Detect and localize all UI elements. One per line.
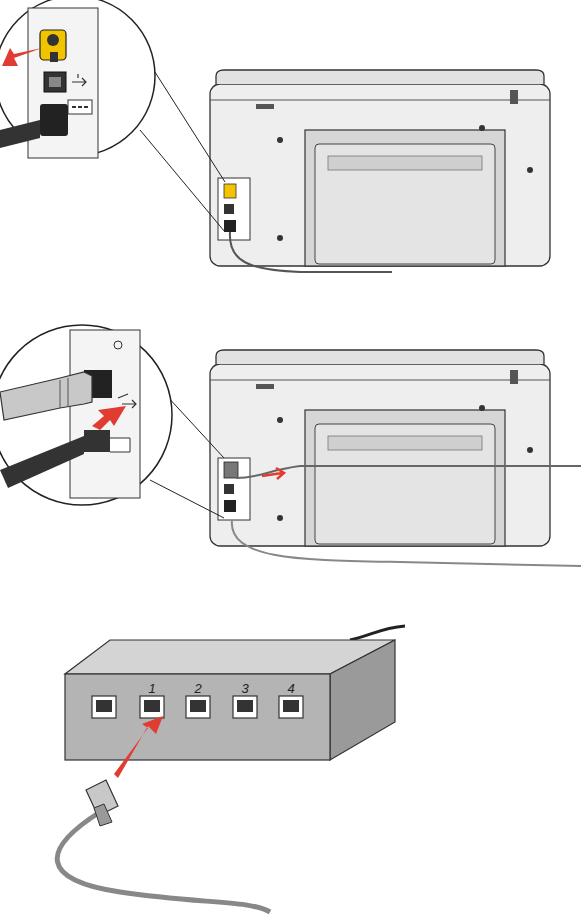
- port-number: 4: [287, 682, 294, 695]
- port-number: 1: [148, 682, 155, 695]
- port-number: 2: [194, 682, 201, 695]
- port-number: 3: [241, 682, 248, 695]
